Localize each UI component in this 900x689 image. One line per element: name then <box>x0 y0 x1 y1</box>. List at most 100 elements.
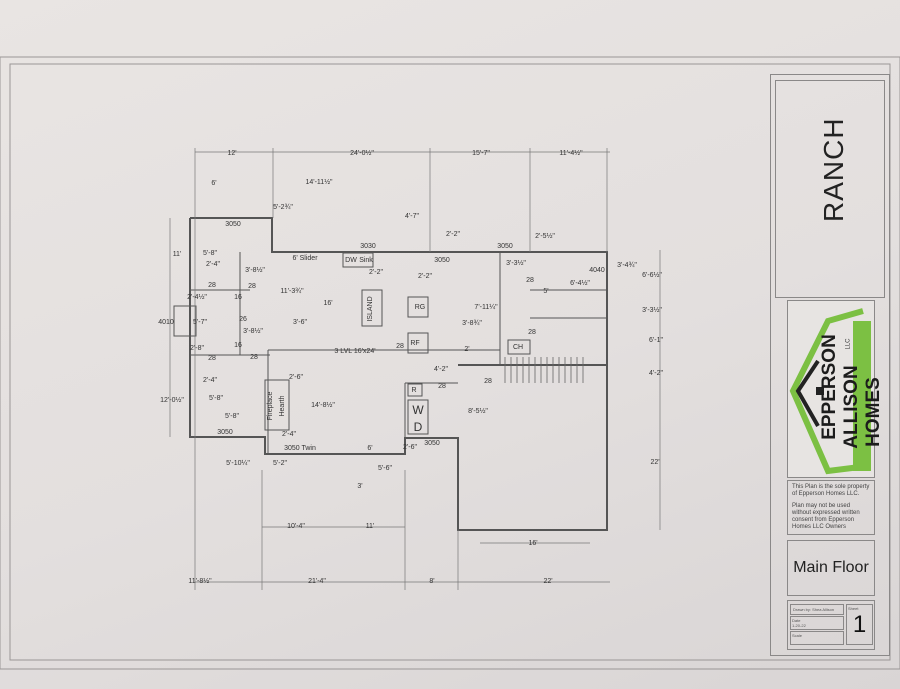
plan-label: W <box>412 403 424 417</box>
plan-label: 2'-6" <box>289 374 303 381</box>
plan-label: 11' <box>173 251 182 258</box>
plan-label: Fireplace <box>267 392 274 421</box>
plan-label: 28 <box>208 282 216 289</box>
plan-label: 24'-0½" <box>350 149 374 157</box>
logo-box: EPPERSON ALLISON HOMES LLC <box>787 300 884 478</box>
plan-label: 3'-6" <box>293 319 307 326</box>
plan-label: 10'-4" <box>287 523 305 530</box>
plan-label: 2'-4½" <box>187 293 207 301</box>
plan-label: 7'-11¼" <box>474 304 498 311</box>
plan-label: 12' <box>227 150 236 157</box>
plan-label: Sink <box>359 257 373 264</box>
plan-label: 3' <box>357 483 362 490</box>
plan-label: 5'-8" <box>209 395 223 402</box>
plan-label: 5'-10¼" <box>226 460 250 467</box>
plan-label: 4040 <box>589 267 605 274</box>
plan-label: 28 <box>208 355 216 362</box>
plan-label: 28 <box>438 383 446 390</box>
plan-label: 3'-8¾" <box>462 320 482 327</box>
plan-label: 3050 <box>225 221 241 228</box>
plan-label: 2'-8" <box>190 345 204 352</box>
plan-label: 11'-4½" <box>559 149 583 157</box>
plan-label: 3'-4¾" <box>617 262 637 269</box>
plan-label: 4010 <box>158 319 174 326</box>
plan-label: 6' <box>211 180 216 187</box>
plan-label: CH <box>513 344 523 351</box>
plan-label: 3050 <box>424 440 440 447</box>
plan-label: 16' <box>323 300 332 307</box>
plan-label: 3'-8½" <box>245 266 265 274</box>
plan-label: DW <box>345 257 357 264</box>
plan-label: 5'-8" <box>203 250 217 257</box>
plan-label: RF <box>410 340 419 347</box>
plan-label: 16' <box>528 540 537 547</box>
plan-label: 2'-6" <box>403 444 417 451</box>
plan-label: 5'-2" <box>273 460 287 467</box>
plan-label: 15'-7" <box>472 150 490 157</box>
plan-label: 6'-1" <box>649 337 663 344</box>
plan-label: 6'-6½" <box>642 271 662 279</box>
plan-label: 5'-6" <box>378 465 392 472</box>
stairs <box>504 357 584 383</box>
sheet-cell: Sheet 1 <box>846 604 873 645</box>
plan-label: 28 <box>526 277 534 284</box>
plan-label: 2' <box>464 346 469 353</box>
plan-label: 14'-11½" <box>305 178 333 186</box>
sheet-number: 1 <box>852 611 867 638</box>
ownership-notice: This Plan is the sole property of Eppers… <box>787 480 875 535</box>
plan-label: 5'-2¾" <box>273 204 293 211</box>
plan-label: 28 <box>248 283 256 290</box>
plan-name: RANCH <box>818 117 849 222</box>
plan-label: 6'-4½" <box>570 279 590 287</box>
plan-label: Hearth <box>279 395 286 416</box>
plan-label: 4'-2" <box>434 366 448 373</box>
plan-label: 5' <box>543 288 548 295</box>
plan-label: 5'-8" <box>225 413 239 420</box>
plan-label: 12'-0½" <box>160 396 184 404</box>
plan-label: 3'-8½" <box>243 327 263 335</box>
plan-label: 3'-3½" <box>642 306 662 314</box>
plan-label: ISLAND <box>367 296 374 321</box>
plan-label: 3050 Twin <box>284 445 316 452</box>
plan-label: 3'-3½" <box>506 259 526 267</box>
plan-label: 2'-4" <box>203 377 217 384</box>
plan-label: 28 <box>250 354 258 361</box>
plan-label: 14'-8½" <box>311 401 335 409</box>
plan-label: 3030 <box>360 243 376 250</box>
plan-label: 11' <box>366 523 375 530</box>
plan-label: 21'-4" <box>308 578 326 585</box>
plan-label: 8'-5½" <box>468 407 488 415</box>
plan-label: 3050 <box>434 257 450 264</box>
plan-label: 28 <box>396 343 404 350</box>
sheet-border-outer <box>0 56 900 670</box>
plan-label: 22' <box>650 459 659 466</box>
plan-label: 3050 <box>217 429 233 436</box>
plan-label: D <box>414 420 423 434</box>
plan-label: 3 LVL 16'x24' <box>334 348 375 355</box>
plan-label: 11'-3¾" <box>280 288 304 295</box>
plan-label: 22' <box>543 578 552 585</box>
plan-label: 2'-2" <box>418 273 432 280</box>
sheet-title: Main Floor <box>793 559 869 576</box>
plan-label: 2'-4" <box>282 431 296 438</box>
plan-label: 6' <box>367 445 372 452</box>
plan-label: R <box>411 387 416 394</box>
plan-label: 2'-2" <box>369 269 383 276</box>
plan-label: 4'-2" <box>649 370 663 377</box>
plan-label: RG <box>415 304 426 311</box>
scale-cell: Scale <box>790 631 844 645</box>
plan-label: 2'-2" <box>446 231 460 238</box>
plan-label: 16 <box>234 342 242 349</box>
plan-label: 16 <box>234 294 242 301</box>
plan-label: 8' <box>429 578 434 585</box>
plan-label: 5'-7" <box>193 319 207 326</box>
walls <box>173 217 608 531</box>
plan-label: 28 <box>528 329 536 336</box>
plan-name-box: RANCH <box>775 80 885 298</box>
epperson-allison-homes-logo <box>789 308 871 475</box>
plan-label: 2'-5½" <box>535 232 555 240</box>
